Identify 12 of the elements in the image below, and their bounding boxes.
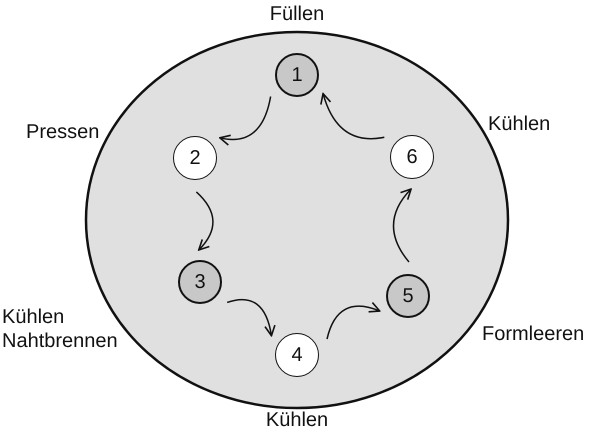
station-label: Formleeren xyxy=(482,322,584,346)
station-label: Kühlen xyxy=(264,408,330,432)
arrow xyxy=(196,191,214,251)
arrow xyxy=(320,92,384,140)
arrow xyxy=(392,188,412,262)
station-label: Pressen xyxy=(26,120,100,144)
arrow xyxy=(326,302,381,340)
arrow xyxy=(226,298,276,337)
station-label: Füllen xyxy=(268,2,326,26)
arrow xyxy=(219,96,272,146)
station-label: Kühlen xyxy=(488,112,550,136)
station-label: Kühlen Nahtbrennen xyxy=(2,305,119,353)
